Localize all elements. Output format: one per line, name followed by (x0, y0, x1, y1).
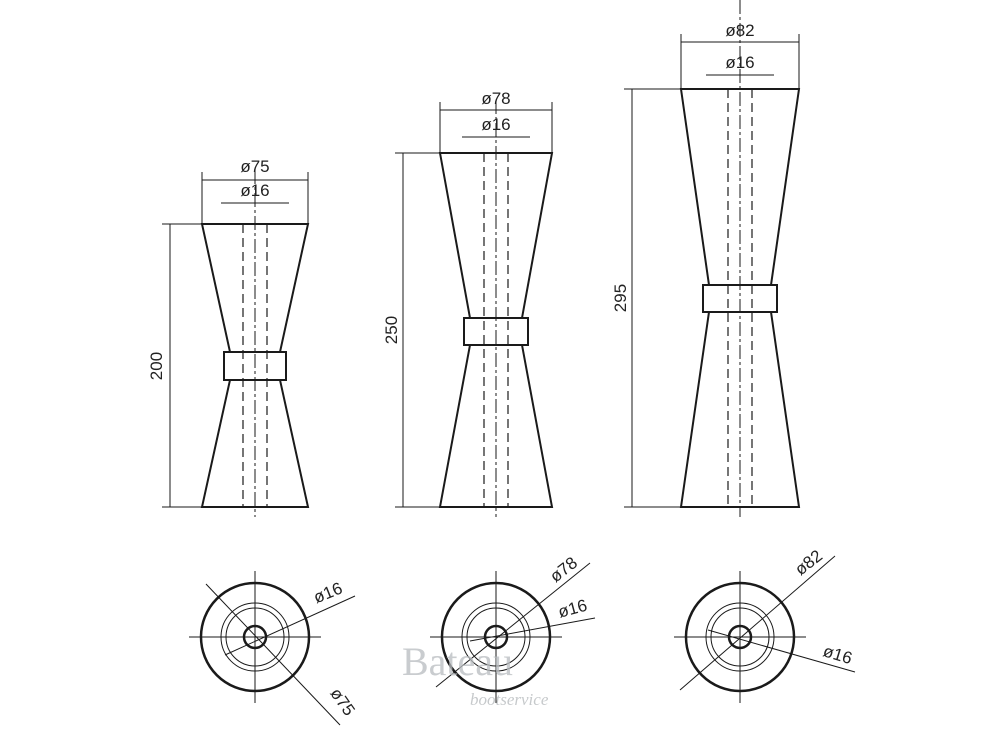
end-2-diameter-label: ø78 (546, 553, 581, 586)
end-1-diameter-label: ø75 (326, 684, 358, 719)
end-2-diameter-leader (435, 562, 591, 688)
end-1-diameter-leader (205, 583, 341, 726)
roller-2-height-label: 250 (382, 316, 401, 344)
watermark-brand: Bateau (402, 639, 513, 684)
roller-2-bore-label: ø16 (481, 115, 510, 134)
end-3-bore-leader (707, 629, 856, 673)
roller-2-diameter-label: ø78 (481, 89, 510, 108)
end-3-diameter-leader (679, 555, 836, 691)
end-2-bore-label: ø16 (556, 596, 589, 622)
end-3-diameter-label: ø82 (791, 546, 826, 579)
roller-3-height-label: 295 (611, 284, 630, 312)
roller-1-height-label: 200 (147, 352, 166, 380)
end-1-bore-leader (224, 595, 356, 656)
roller-3-diameter-label: ø82 (725, 21, 754, 40)
roller-1-diameter-label: ø75 (240, 157, 269, 176)
roller-3-bore-label: ø16 (725, 53, 754, 72)
end-2-bore-leader (469, 617, 596, 642)
roller-1-bore-label: ø16 (240, 181, 269, 200)
watermark-tagline: bootservice (470, 690, 549, 709)
